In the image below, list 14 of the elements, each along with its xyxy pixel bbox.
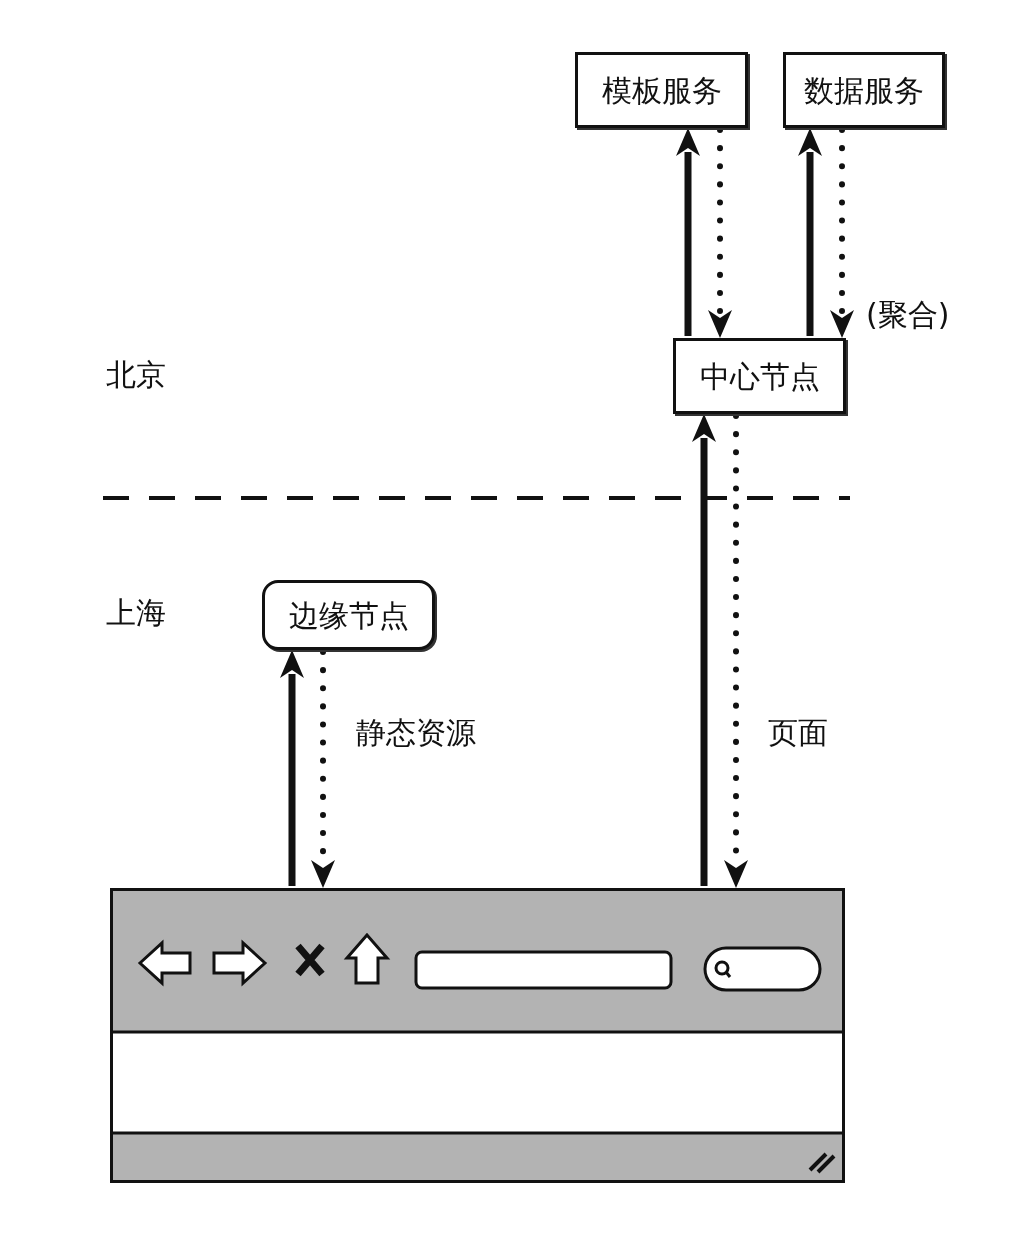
arrow xyxy=(830,127,854,338)
arrow xyxy=(708,127,732,338)
service-box: 模板服务 xyxy=(575,52,748,128)
service-box: 中心节点 xyxy=(673,338,846,414)
region-label: 上海 xyxy=(106,594,166,632)
arrow xyxy=(311,649,335,888)
rounded-node-box: 边缘节点 xyxy=(262,580,435,650)
service-box: 数据服务 xyxy=(783,52,945,128)
region-label: (聚合) xyxy=(866,296,950,334)
browser-window-drawing xyxy=(110,888,845,1183)
arrow xyxy=(798,128,822,336)
region-label: 北京 xyxy=(106,356,166,394)
arrow xyxy=(724,413,748,888)
arrow xyxy=(676,128,700,336)
